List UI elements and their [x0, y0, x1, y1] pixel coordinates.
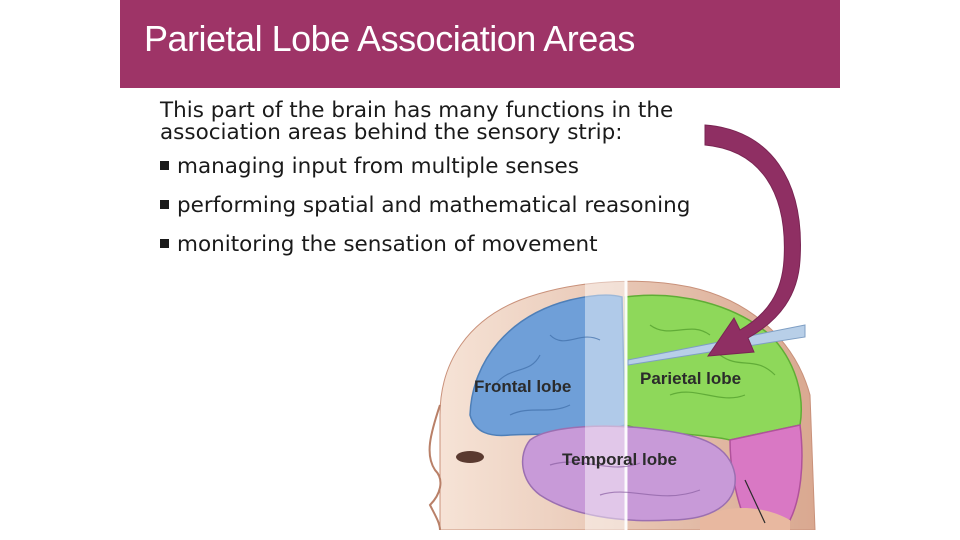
curved-arrow-icon [704, 124, 801, 357]
occipital-lobe-shape [729, 424, 803, 521]
bullet-item: performing spatial and mathematical reas… [160, 193, 720, 219]
square-bullet-icon [160, 200, 169, 209]
temporal-lobe-shape [521, 425, 736, 522]
slide-title: Parietal Lobe Association Areas [144, 18, 635, 59]
frontal-lobe-shape [469, 294, 626, 437]
face-profile [428, 404, 442, 530]
slide-body: This part of the brain has many function… [160, 100, 720, 271]
temporal-lobe-label: Temporal lobe [562, 450, 677, 469]
square-bullet-icon [160, 239, 169, 248]
lead-line [744, 479, 766, 524]
square-bullet-icon [160, 161, 169, 170]
bullet-item: monitoring the sensation of movement [160, 232, 720, 258]
frontal-lobe-label: Frontal lobe [474, 377, 571, 396]
parietal-lobe-label: Parietal lobe [640, 369, 741, 388]
title-bar: Parietal Lobe Association Areas [120, 0, 840, 88]
temporal-gyri [549, 461, 701, 497]
bullet-item: managing input from multiple senses [160, 154, 720, 180]
bullet-text: managing input from multiple senses [177, 154, 579, 179]
cutting-plane [585, 270, 627, 530]
arrow-body [704, 124, 801, 357]
cerebellum-shape [700, 507, 790, 530]
bullet-text: monitoring the sensation of movement [177, 232, 598, 257]
parietal-gyri [649, 324, 776, 399]
intro-text: This part of the brain has many function… [160, 98, 674, 145]
eye-shape [456, 451, 484, 463]
frontal-gyri [494, 334, 601, 416]
bullet-text: performing spatial and mathematical reas… [177, 193, 691, 218]
bullet-list: managing input from multiple senses perf… [160, 154, 720, 258]
